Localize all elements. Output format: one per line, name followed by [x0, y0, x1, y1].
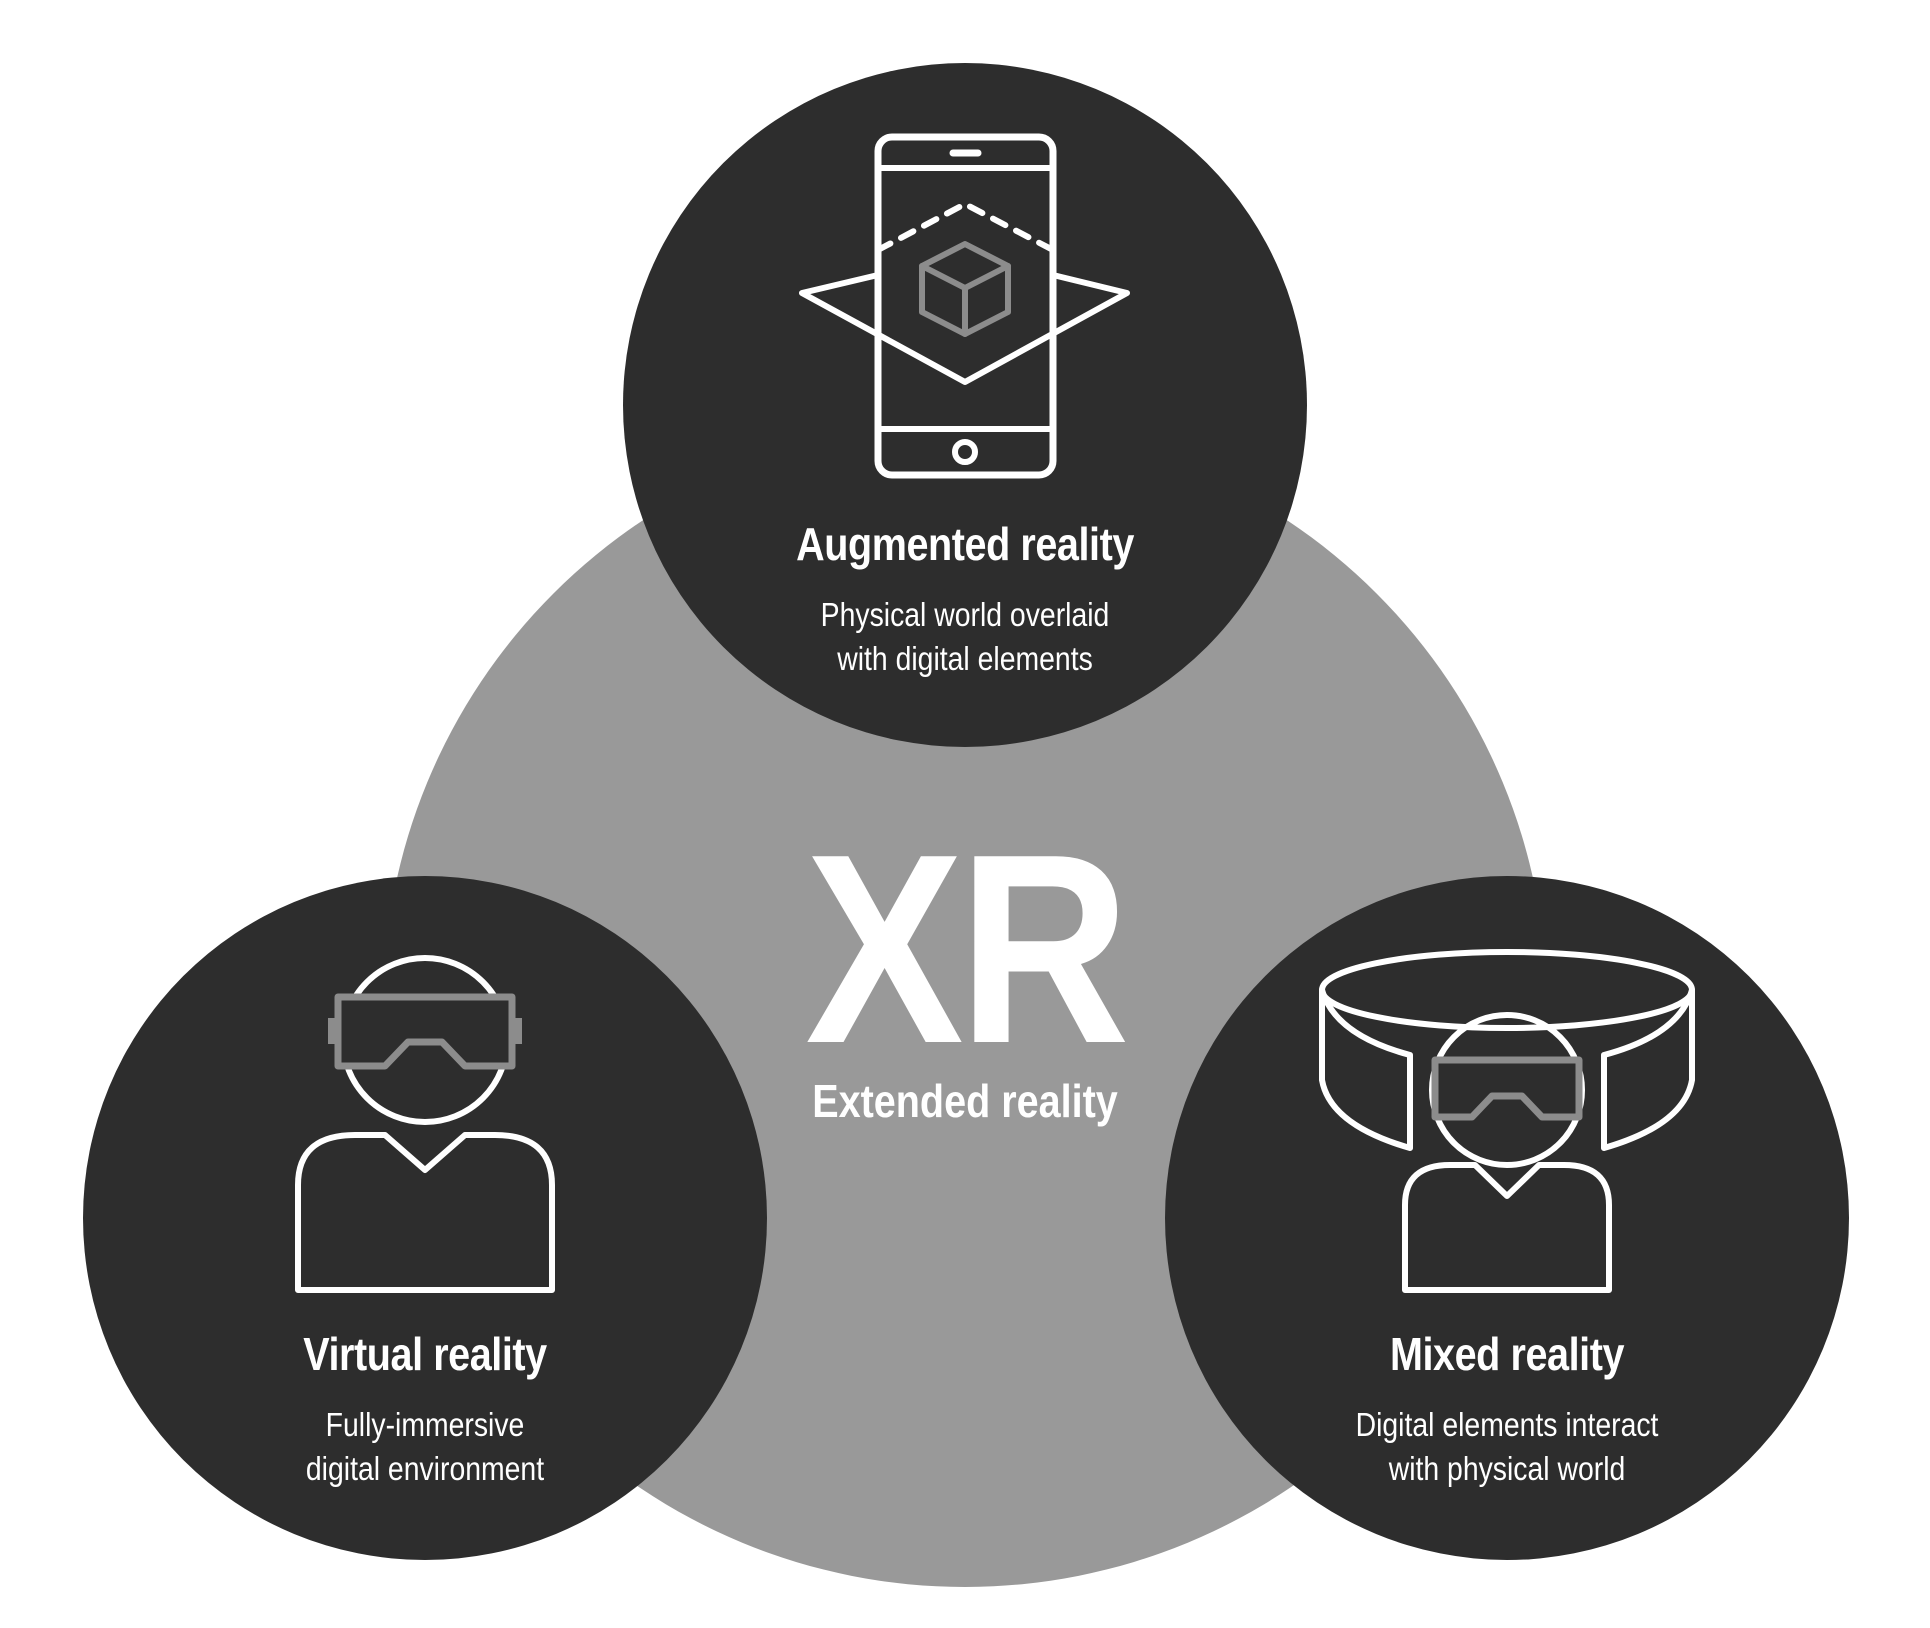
virtual-reality-title: Virtual reality [303, 1328, 547, 1380]
augmented-reality-line1: Physical world overlaid [820, 596, 1110, 633]
augmented-reality-title: Augmented reality [796, 518, 1134, 570]
augmented-reality-line2: with digital elements [837, 640, 1093, 677]
augmented-reality-circle [623, 63, 1307, 747]
mixed-reality-line2: with physical world [1388, 1450, 1626, 1487]
mixed-reality-title: Mixed reality [1389, 1328, 1625, 1380]
xr-abbreviation: XR [805, 799, 1130, 1100]
virtual-reality-line1: Fully-immersive [325, 1406, 525, 1443]
person-mr-surround-icon [1319, 949, 1695, 1293]
virtual-reality-line2: digital environment [305, 1450, 545, 1487]
mixed-reality-circle [1165, 876, 1849, 1560]
extended-reality-title: Extended reality [812, 1075, 1118, 1127]
mixed-reality-line1: Digital elements interact [1355, 1406, 1659, 1443]
smartphone-ar-cube-icon [799, 133, 1130, 479]
virtual-reality-circle [83, 876, 767, 1560]
person-vr-headset-icon [295, 955, 555, 1293]
